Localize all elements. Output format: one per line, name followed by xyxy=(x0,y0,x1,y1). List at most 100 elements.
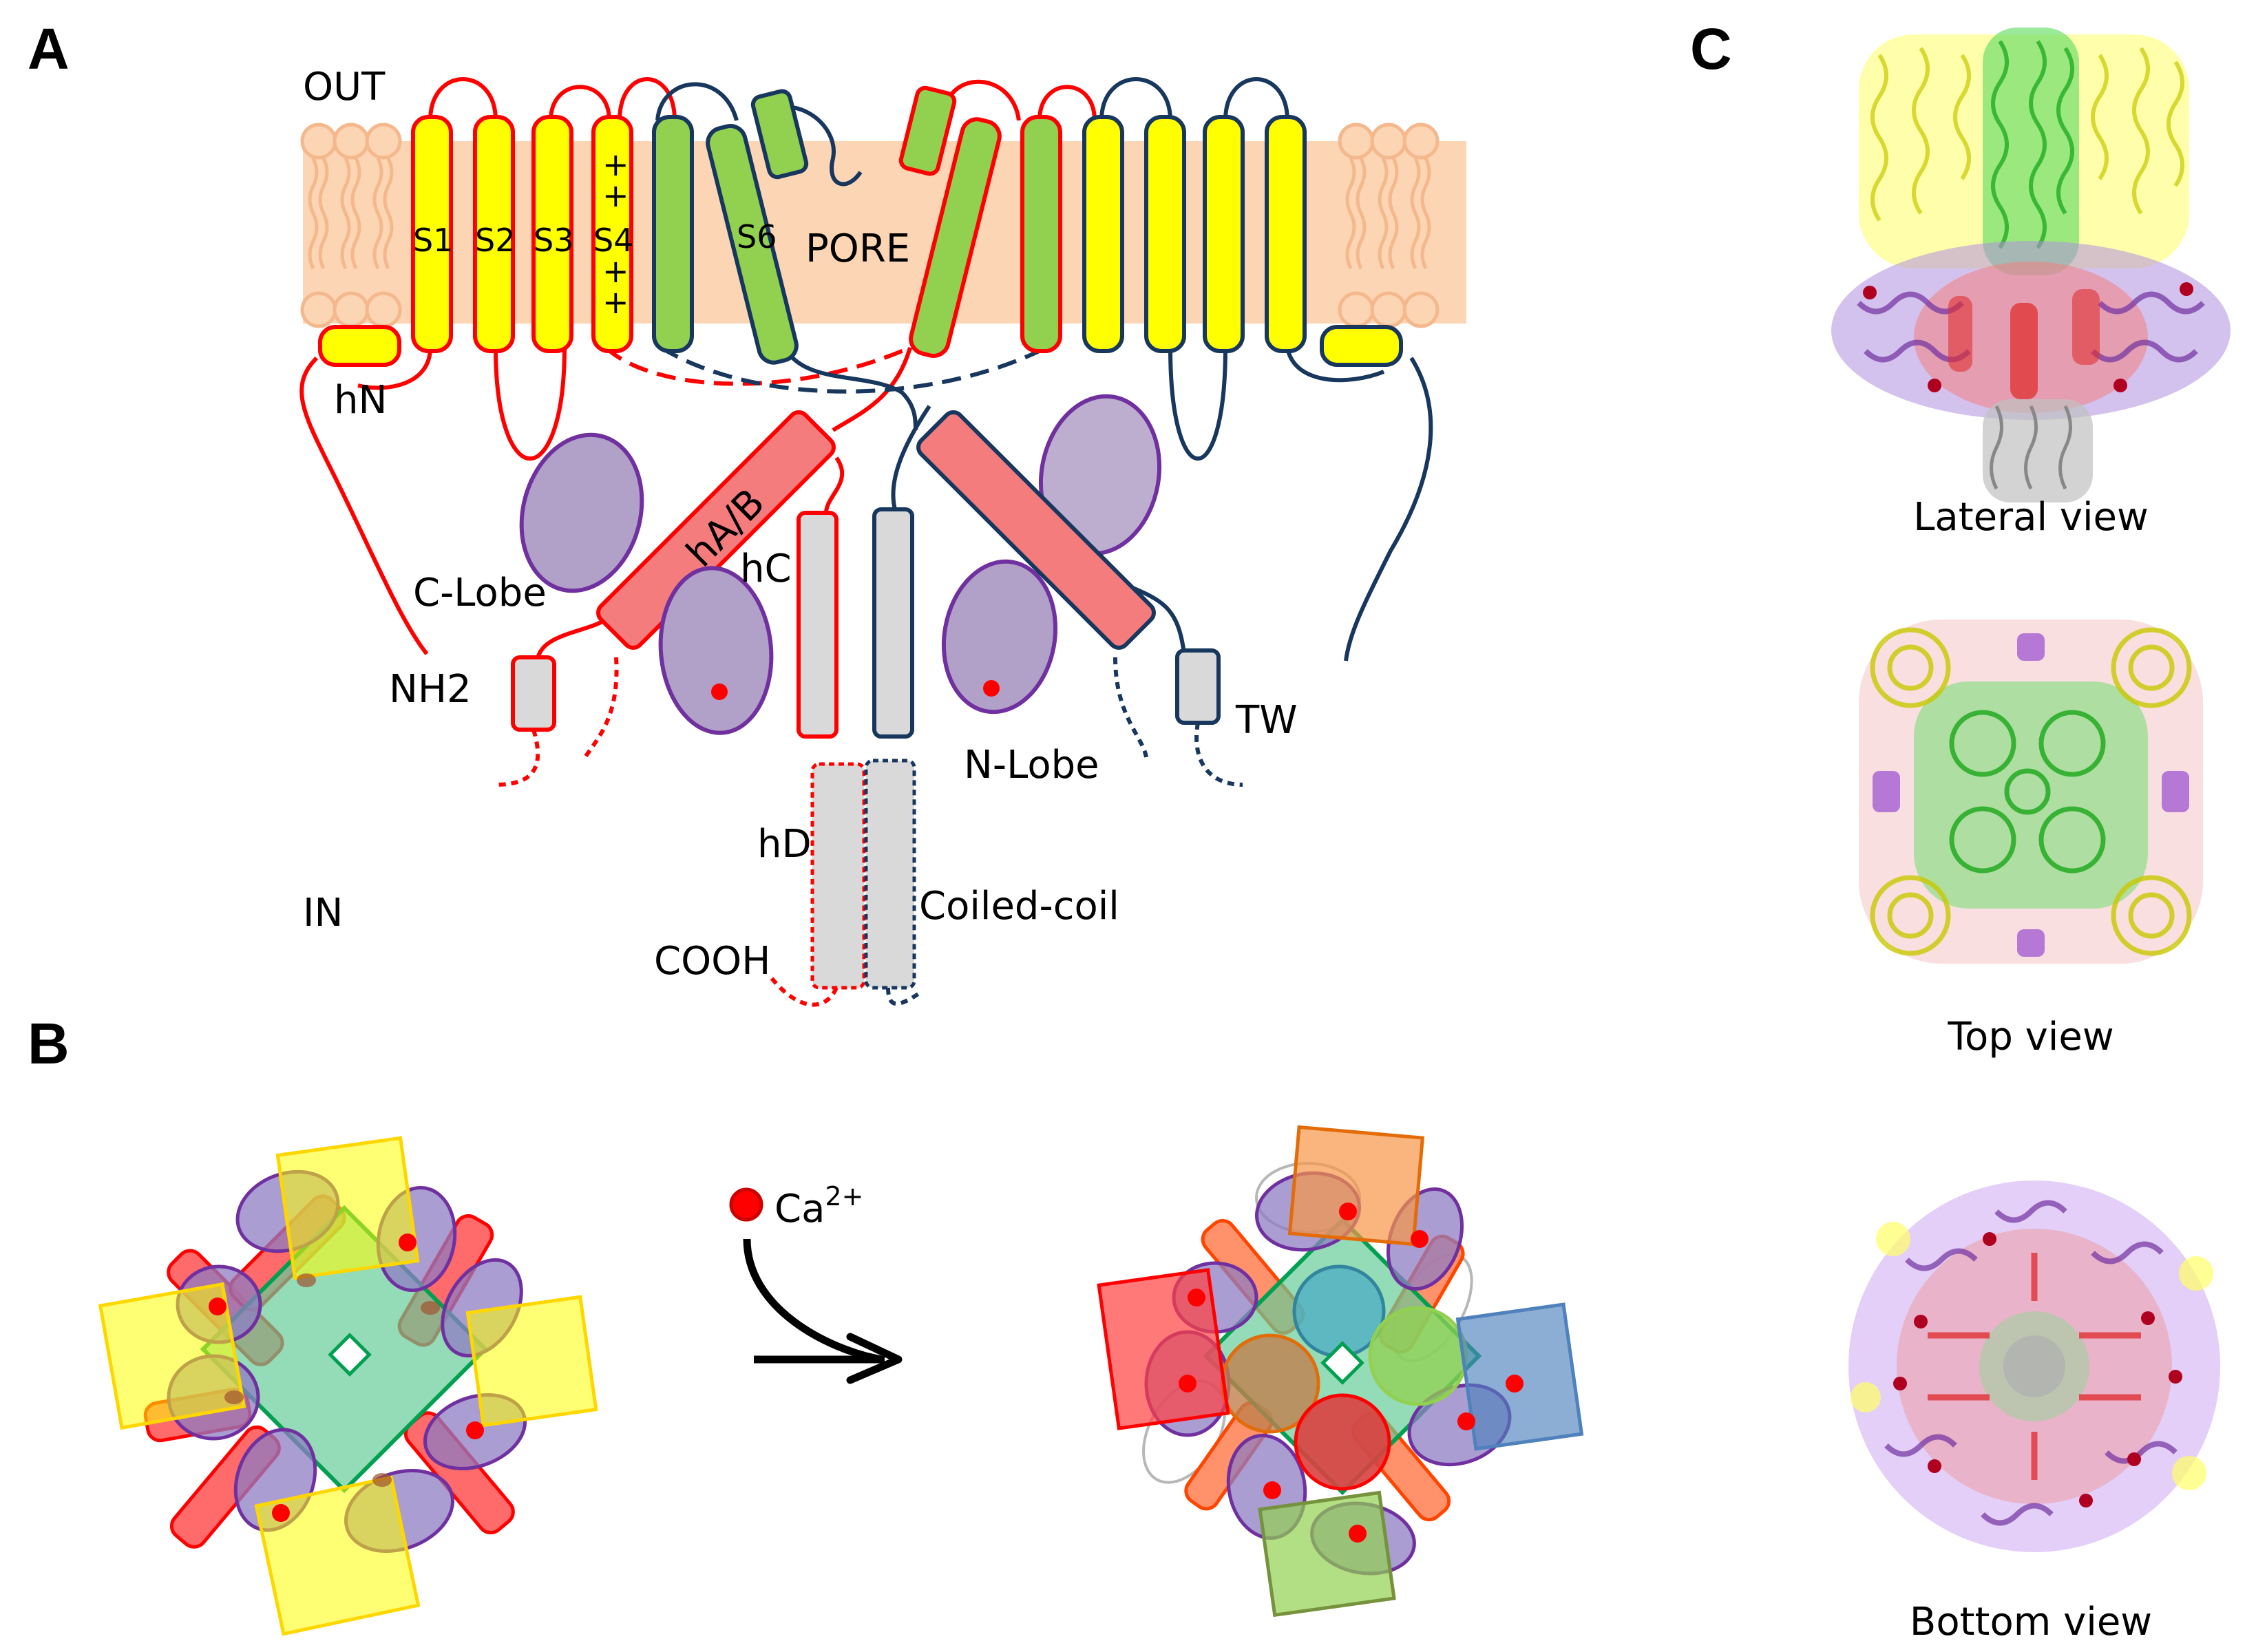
calcium-ion xyxy=(1188,1289,1205,1306)
red-subunit-backbone xyxy=(299,77,1097,665)
calcium-ion xyxy=(1349,1525,1367,1543)
helix-s4 xyxy=(591,115,633,353)
helix-s3 xyxy=(531,115,573,353)
vsd-square-orange xyxy=(1287,1125,1425,1247)
calcium-binding-transition: Ca2+ xyxy=(729,1181,903,1384)
pore-helix-small-right xyxy=(898,85,957,176)
label-n-lobe: N-Lobe xyxy=(964,743,1099,787)
calcium-ion xyxy=(1263,1481,1281,1499)
calcium-ion xyxy=(399,1233,417,1251)
label-in: IN xyxy=(303,891,343,935)
calcium-ion xyxy=(466,1421,484,1439)
panel-letter-b: B xyxy=(28,1011,70,1076)
label-cooh: COOH xyxy=(654,939,770,984)
vsd-square xyxy=(275,1136,420,1280)
calcium-ion xyxy=(1457,1412,1475,1430)
label-pore: PORE xyxy=(805,226,910,271)
pore-helix-left-outer xyxy=(652,115,694,353)
label-hc: hC xyxy=(740,547,792,591)
panel-b-closed-state xyxy=(98,1136,598,1636)
open-disk-green xyxy=(1368,1306,1468,1406)
calcium-legend-label: Ca2+ xyxy=(774,1181,863,1231)
helix-s1 xyxy=(411,115,453,353)
panel-letter-a: A xyxy=(28,17,70,81)
structure-bottom-view xyxy=(1848,1180,2220,1552)
label-tw: TW xyxy=(1235,698,1298,743)
red-vsd-helices xyxy=(411,115,633,353)
label-s6: S6 xyxy=(737,218,777,255)
label-out: OUT xyxy=(303,65,386,109)
panel-a-topology-diagram: OUT IN S1 S2 S3 S4 + + + + S6 PORE hN hA… xyxy=(299,65,1466,1007)
s4-charge: + xyxy=(602,146,629,183)
helix-hd-navy xyxy=(864,759,916,990)
n-lobe-red xyxy=(658,566,774,735)
label-c-lobe: C-Lobe xyxy=(413,571,547,615)
helix-s2 xyxy=(473,115,515,353)
pore-helix-right-s6 xyxy=(909,117,1002,358)
label-coiled-coil: Coiled-coil xyxy=(919,884,1119,929)
label-nh2: NH2 xyxy=(389,667,472,712)
calcium-ion xyxy=(1411,1230,1429,1248)
calcium-ion xyxy=(272,1504,290,1522)
helix-hn xyxy=(318,325,401,367)
vsd-square xyxy=(98,1282,246,1430)
calcium-ion xyxy=(209,1298,226,1315)
vsd-square xyxy=(254,1475,421,1636)
label-hn: hN xyxy=(334,378,387,423)
c-lobe-tail xyxy=(583,657,619,759)
structure-lateral-view xyxy=(1831,28,2231,502)
calcium-charge: 2+ xyxy=(825,1181,863,1211)
calcium-ion xyxy=(1506,1375,1524,1392)
panel-b-open-state xyxy=(1097,1125,1584,1618)
label-s3: S3 xyxy=(534,222,573,259)
coiled-coil-tail xyxy=(886,987,924,1006)
helix-tw xyxy=(1175,648,1221,725)
calcium-ion xyxy=(711,684,728,700)
n-lobe-navy xyxy=(941,559,1058,714)
calcium-ion xyxy=(1339,1203,1357,1220)
calcium-legend-icon xyxy=(729,1187,763,1222)
pore-helix-right-outer xyxy=(1020,115,1062,353)
navy-vsd-helices xyxy=(1082,115,1307,353)
red-linker-dashed xyxy=(604,346,911,386)
s4-charge: + xyxy=(602,284,629,321)
calcium-symbol: Ca xyxy=(774,1187,825,1231)
s4-charge: + xyxy=(602,253,629,290)
c-lobe-red-upper xyxy=(519,432,644,593)
s4-charge: + xyxy=(602,177,629,214)
label-s1: S1 xyxy=(413,222,453,259)
helix-hn-navy xyxy=(1320,325,1403,367)
helix-hab-navy xyxy=(916,410,1156,650)
nh2-tail xyxy=(495,729,540,787)
lipid-bilayer-left xyxy=(300,123,402,328)
label-s2: S2 xyxy=(475,222,515,259)
structure-top-view xyxy=(1859,620,2203,964)
vsd-square-green xyxy=(1258,1490,1396,1618)
pore-opening-closed xyxy=(328,1333,372,1377)
n-lobe-tail xyxy=(1113,657,1148,758)
pore-helix-small-left xyxy=(750,89,809,180)
caption-lateral-view: Lateral view xyxy=(1913,495,2149,540)
tw-tail xyxy=(1194,722,1243,787)
arrow-head-icon xyxy=(846,1333,903,1384)
caption-top-view: Top view xyxy=(1947,1015,2113,1059)
calcium-ion xyxy=(1179,1375,1196,1392)
cooh-tail xyxy=(769,976,839,1007)
helix-nh2 xyxy=(511,655,556,732)
pore-helix-s6 xyxy=(706,124,799,365)
helix-hc-navy xyxy=(872,507,914,739)
vsd-square xyxy=(465,1295,598,1428)
panel-letter-c: C xyxy=(1690,17,1732,81)
calcium-ion xyxy=(983,680,1000,697)
helix-hd-red xyxy=(810,762,866,990)
transition-arrow xyxy=(743,1238,883,1364)
helix-hc-red xyxy=(797,511,839,739)
label-s4: S4 xyxy=(593,222,633,259)
helix-hab-red xyxy=(596,410,836,650)
navy-linker-dashed xyxy=(660,346,1048,394)
label-hd: hD xyxy=(757,822,812,867)
caption-bottom-view: Bottom view xyxy=(1910,1600,2152,1644)
open-disk-red xyxy=(1294,1393,1391,1491)
vsd-square-red xyxy=(1097,1268,1230,1430)
